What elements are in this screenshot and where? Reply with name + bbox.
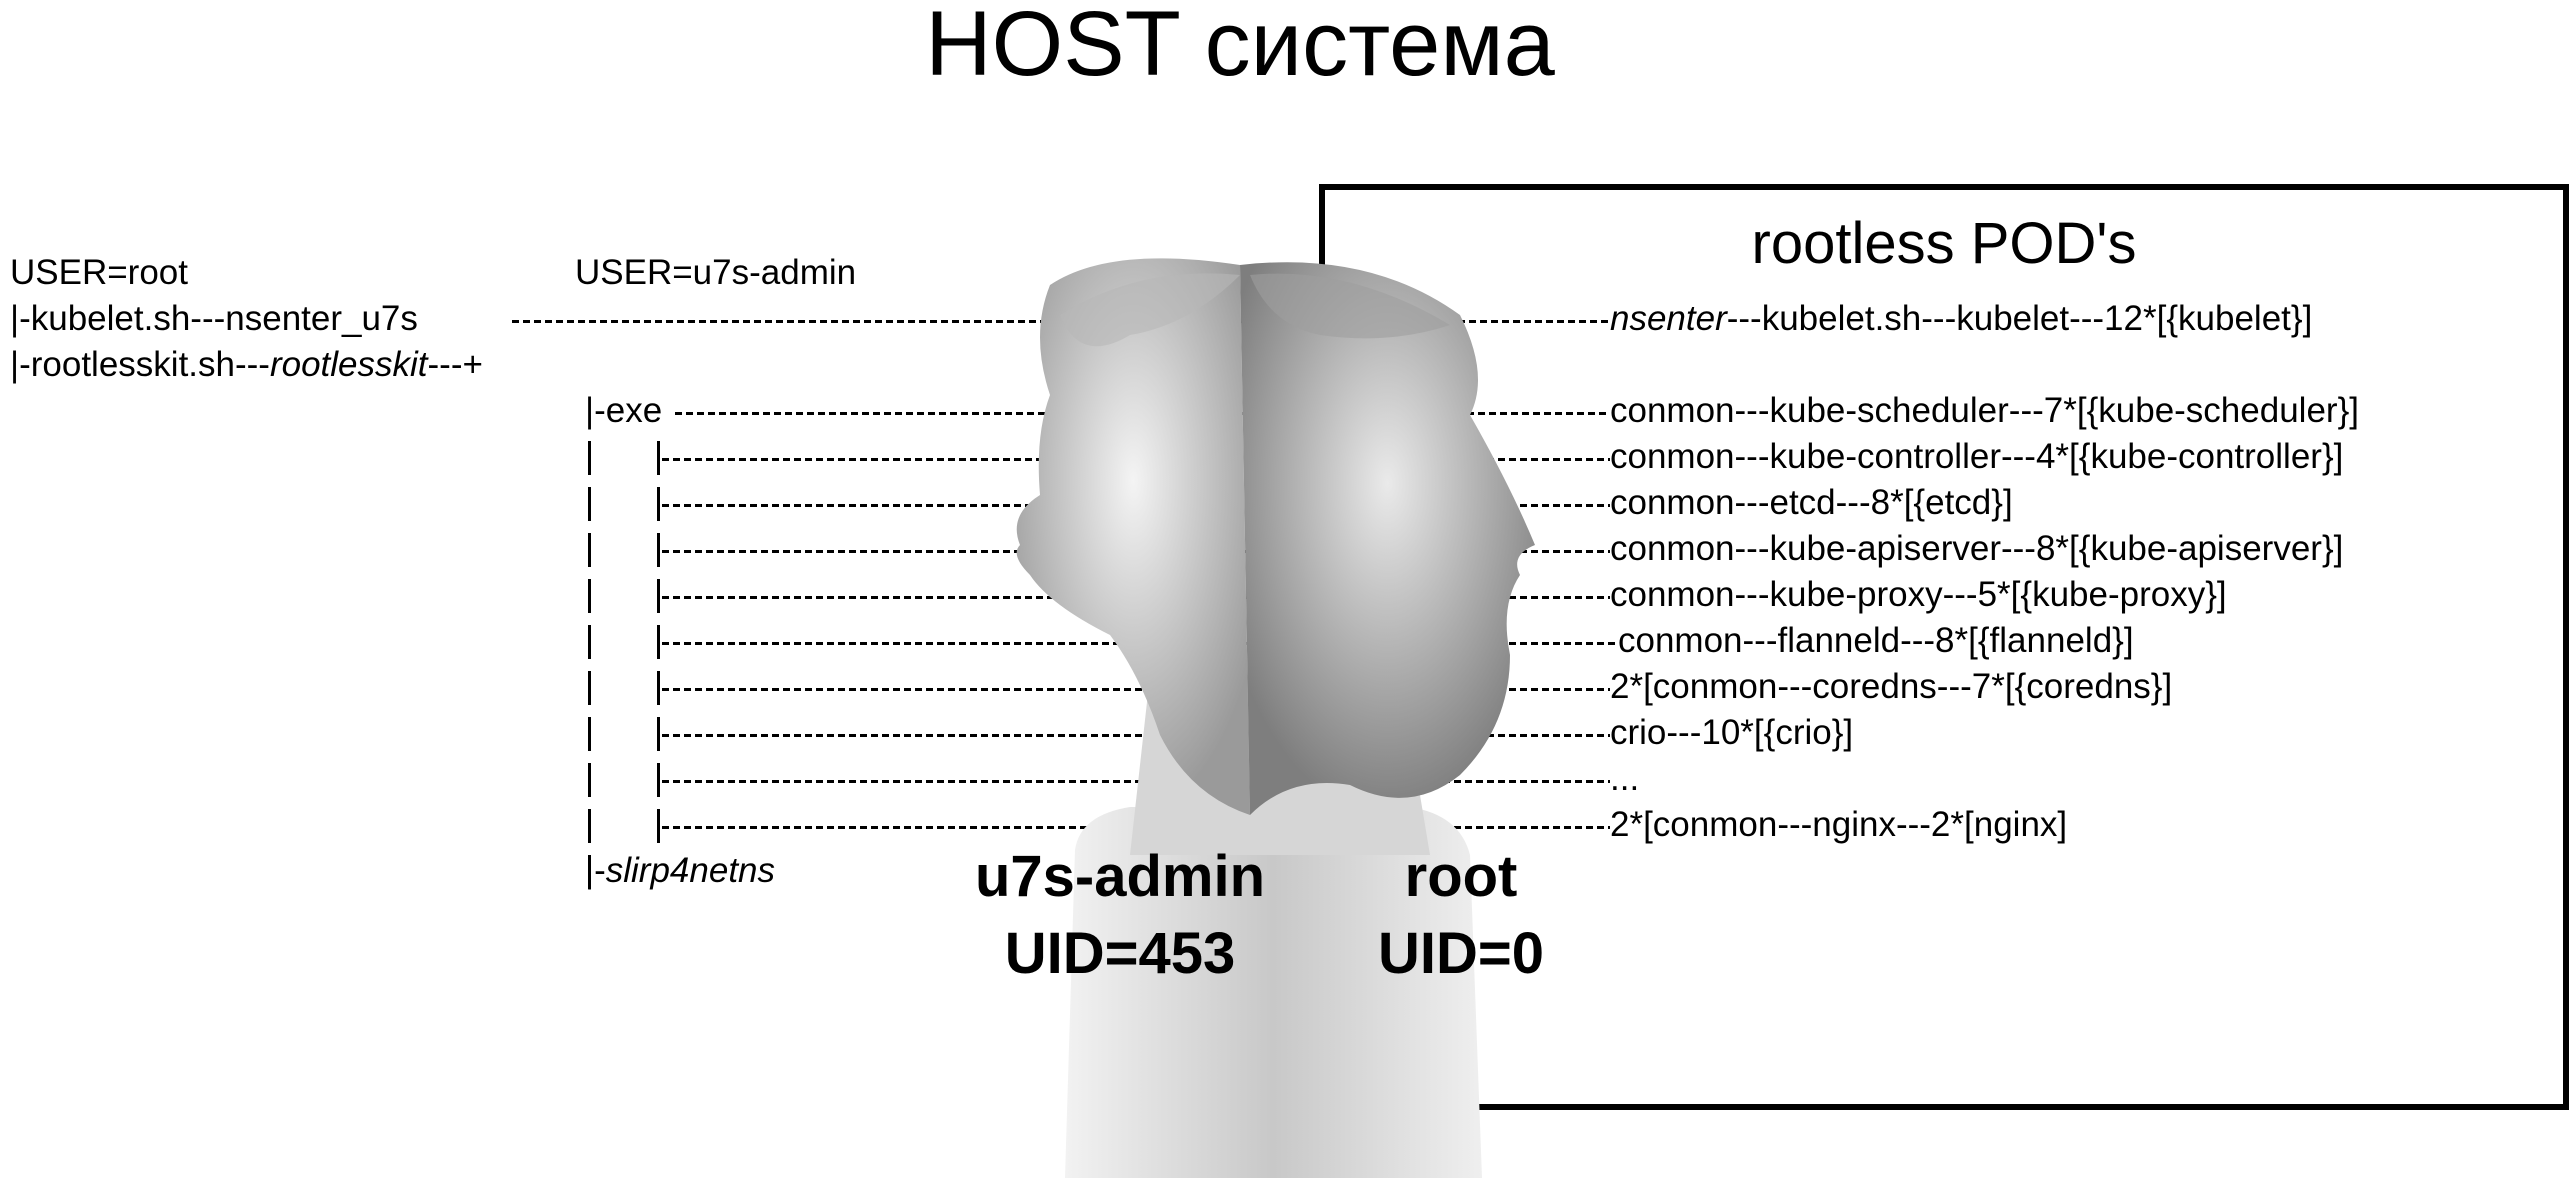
tree-branch-bar <box>588 579 591 613</box>
tree-connector <box>662 734 1610 737</box>
rootlesskit: rootlesskit <box>269 345 428 384</box>
tree-branch-bar <box>588 533 591 567</box>
nsenter-chain: nsenter---kubelet.sh---kubelet---12*[{ku… <box>1610 299 2312 339</box>
slirp4netns: slirp4netns <box>605 851 776 890</box>
page-title: HOST система <box>925 0 1555 95</box>
pod-row: conmon---kube-proxy---5*[{kube-proxy}] <box>1610 575 2227 614</box>
tree-branch-bar <box>588 717 591 751</box>
user-root-label: USER=root <box>10 253 188 292</box>
pod-row: 2*[conmon---coredns---7*[{coredns}] <box>1610 667 2173 706</box>
janus-bust-image <box>1016 258 1535 1178</box>
pod-row-scheduler: conmon---kube-scheduler---7*[{kube-sched… <box>1610 391 2359 430</box>
tree-branch-bar <box>657 533 660 567</box>
pod-row: conmon---kube-apiserver---8*[{kube-apise… <box>1610 529 2344 568</box>
kubelet-process: |-kubelet.sh---nsenter_u7s <box>10 299 418 338</box>
rootlesskit-branch: ---+ <box>427 345 483 384</box>
tree-branch-bar <box>588 763 591 797</box>
tree-branch-bar <box>588 441 591 475</box>
right-user-label: root <box>1404 844 1518 909</box>
tree-branch-bar <box>588 855 591 889</box>
tree-branch-bar <box>657 487 660 521</box>
tree-branch-bar <box>588 809 591 843</box>
tree-branch-bar <box>657 625 660 659</box>
rootless-pods-title: rootless POD's <box>1751 211 2137 276</box>
user-u7s-admin-label: USER=u7s-admin <box>575 253 857 292</box>
pod-row: 2*[conmon---nginx---2*[nginx] <box>1610 805 2068 844</box>
rootlesskit-process: |-rootlesskit.sh---rootlesskit---+ <box>10 345 483 385</box>
tree-connector <box>662 780 1610 783</box>
tree-branch-bar <box>657 441 660 475</box>
nsenter: nsenter <box>1610 299 1727 338</box>
tree-branch-bar <box>657 717 660 751</box>
pod-row: crio---10*[{crio}] <box>1610 713 1854 752</box>
exe-process: |-exe <box>585 391 663 430</box>
pod-row: conmon---kube-controller---4*[{kube-cont… <box>1610 437 2344 476</box>
pod-row: ... <box>1610 759 1640 798</box>
tree-branch-bar <box>657 763 660 797</box>
tree-connector <box>662 688 1610 691</box>
tree-branch-bar <box>588 671 591 705</box>
tree-branch-bar <box>657 809 660 843</box>
left-user-label: u7s-admin <box>974 844 1266 909</box>
pod-row: conmon---etcd---8*[{etcd}] <box>1610 483 2013 522</box>
tree-branch-bar <box>588 625 591 659</box>
tree-branch-bar <box>588 487 591 521</box>
rootlesskit-sh: |-rootlesskit.sh--- <box>10 345 270 384</box>
tree-branch-bar <box>657 579 660 613</box>
tree-branch-bar <box>657 671 660 705</box>
pod-row: conmon---flanneld---8*[{flanneld}] <box>1618 621 2134 660</box>
kubelet-chain: ---kubelet.sh---kubelet---12*[{kubelet}] <box>1726 299 2313 338</box>
slirp4netns-process: |-slirp4netns <box>585 851 775 891</box>
left-uid-label: UID=453 <box>1004 921 1236 986</box>
right-uid-label: UID=0 <box>1377 921 1544 986</box>
